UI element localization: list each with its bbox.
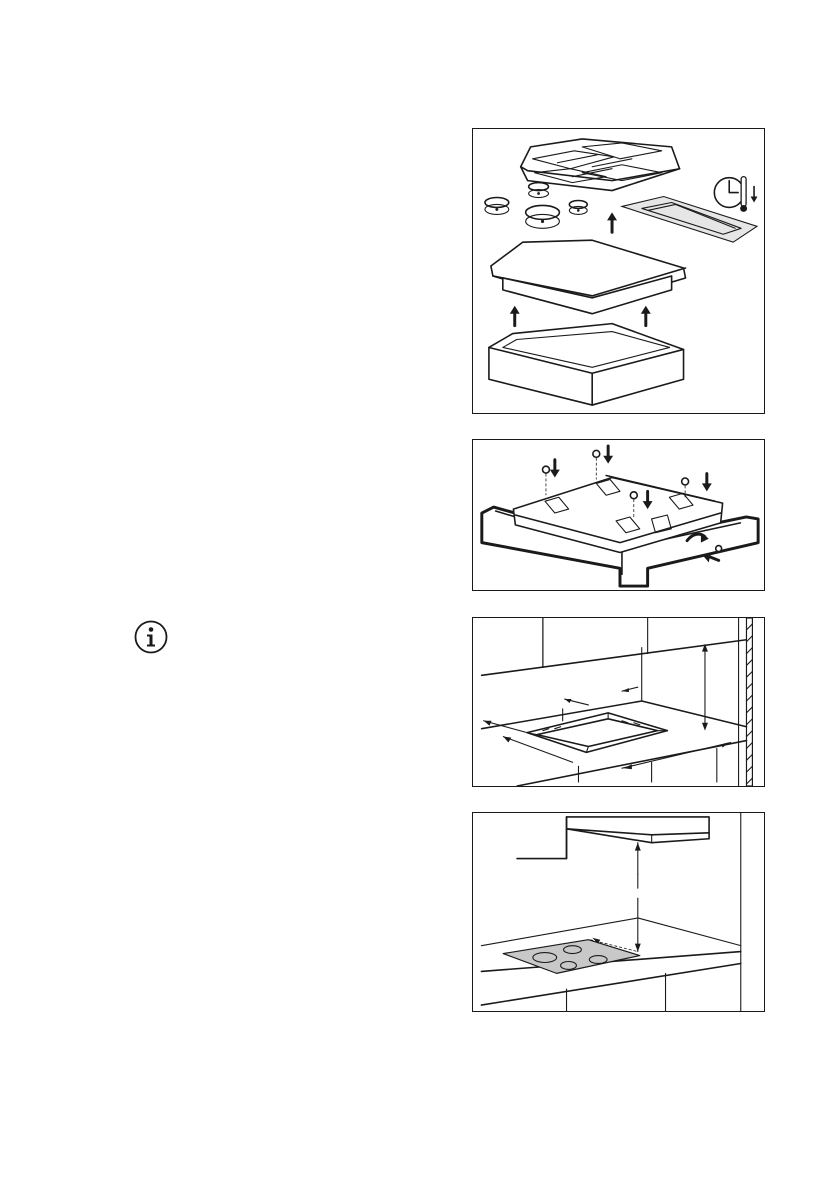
worktop-cutout-dimensions-illustration — [472, 617, 765, 787]
hood — [517, 813, 741, 952]
hob — [491, 240, 686, 313]
hob-unpacking-illustration — [472, 128, 765, 414]
clock-thermometer-icon — [714, 177, 757, 212]
wall — [739, 618, 753, 786]
clearance-line — [635, 843, 641, 952]
packaging-box — [489, 324, 684, 405]
info-icon — [134, 620, 168, 654]
hob — [513, 476, 722, 553]
worktop — [481, 918, 740, 1011]
info-circle-icon — [134, 620, 168, 654]
burner-caps — [485, 183, 587, 229]
hob-clearance-illustration — [472, 812, 765, 1012]
cutout — [527, 713, 667, 753]
up-arrow — [607, 212, 617, 232]
cabinet — [482, 618, 747, 675]
hob-clamp-installation-illustration — [472, 439, 765, 591]
